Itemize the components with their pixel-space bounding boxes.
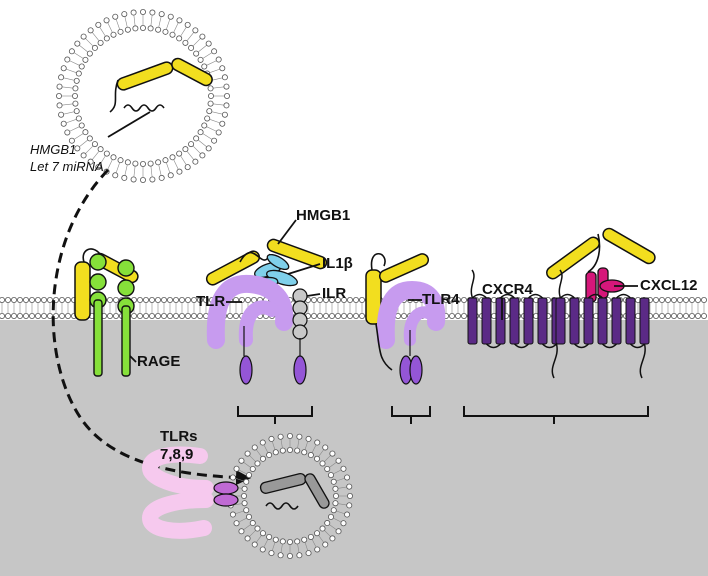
cxcl12-label: CXCL12	[640, 277, 698, 294]
tlr4-bracket	[391, 406, 431, 424]
tlr-receptor	[206, 274, 294, 349]
endosome-hmgb1-protein	[259, 472, 330, 509]
tlr4-receptor	[376, 280, 446, 349]
ilr-leader-line	[306, 293, 321, 297]
vesicle-mirna	[123, 104, 165, 112]
tlrs-label-line2: 7,8,9	[160, 446, 193, 463]
cxcr4-receptor-1	[467, 269, 562, 379]
endocytosis-arrow	[51, 168, 251, 486]
cytoplasm	[0, 318, 708, 576]
tlr-ilr-bracket	[237, 406, 313, 424]
il1b-label: IL1β	[322, 255, 353, 272]
il1b-leader-line	[287, 263, 321, 275]
vesicle-hmgb1-protein	[109, 57, 213, 113]
vesicle-leader-line	[107, 111, 151, 138]
hmgb1-il1b-complex	[205, 238, 328, 286]
hmgb1-label: HMGB1	[296, 207, 350, 224]
endosomal-tlr-receptor	[141, 446, 214, 496]
endosome-vesicle	[226, 432, 353, 560]
tlr-label: TLR	[196, 293, 225, 310]
vesicle-hmgb1-label: HMGB1	[30, 142, 76, 157]
cxcr4-bracket	[463, 406, 649, 424]
rage-leader-line	[129, 355, 137, 363]
cxcr4-hmgb1	[546, 227, 656, 280]
vesicle-mirna-label: Let 7 miRNA	[30, 159, 104, 174]
ilr-receptor	[292, 288, 308, 340]
tlr4-complex	[365, 252, 430, 325]
hmgb1-leader-line	[277, 219, 297, 245]
tlr4-label: TLR4	[422, 291, 460, 308]
endosome-dna	[265, 502, 299, 510]
exosome-vesicle	[56, 8, 230, 183]
cxcr4-label: CXCR4	[482, 281, 534, 298]
tlrs-label-line1: TLRs	[160, 428, 198, 445]
cxcr4-receptor-2	[555, 269, 650, 379]
ilr-label: ILR	[322, 285, 346, 302]
rage-label: RAGE	[137, 353, 180, 370]
rage-complex	[74, 248, 139, 377]
